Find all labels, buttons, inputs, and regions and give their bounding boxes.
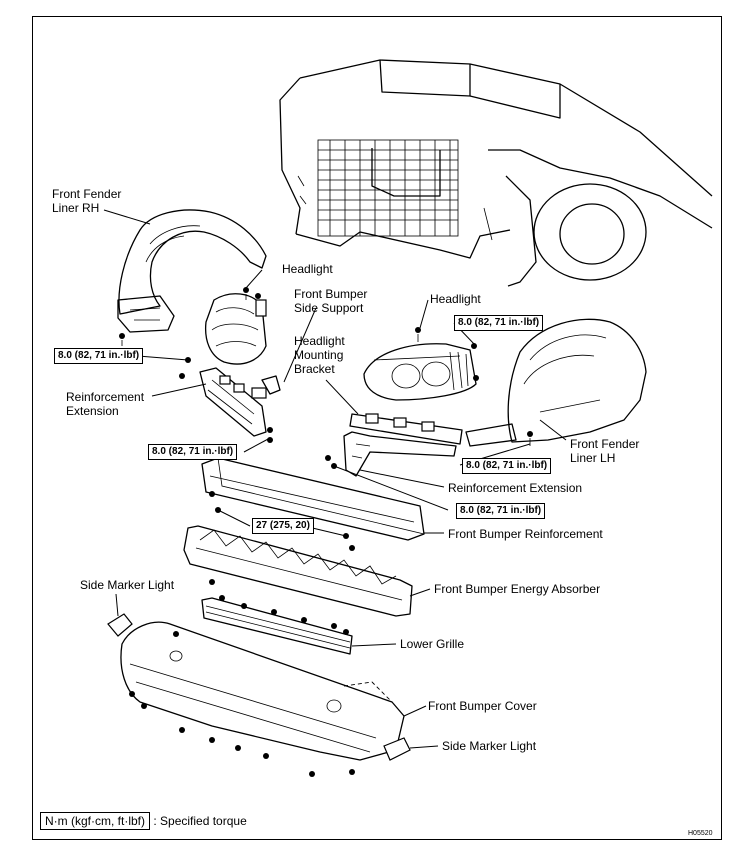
side-marker-light-left: [107, 613, 133, 637]
legend-unit-box: N·m (kgf·cm, ft·lbf): [40, 812, 150, 830]
fasteners: [119, 287, 533, 777]
vehicle-body: [279, 59, 713, 287]
label-line: Liner LH: [570, 451, 616, 465]
torque-spec-headlight-right: 8.0 (82, 71 in.·lbf): [454, 315, 544, 331]
front-fender-liner-lh: [465, 318, 647, 447]
reinforcement-extension-left-label: Reinforcement Extension: [66, 390, 144, 418]
front-bumper-side-support-label: Front Bumper Side Support: [294, 287, 367, 315]
front-bumper-cover-label: Front Bumper Cover: [428, 699, 537, 713]
front-fender-liner-lh-label: Front Fender Liner LH: [570, 437, 639, 465]
label-line: Bracket: [294, 362, 335, 376]
label-line: Mounting: [294, 348, 344, 362]
side-marker-light-right: [383, 737, 411, 761]
label-line: Front Fender: [570, 437, 640, 451]
bolt: [309, 769, 355, 777]
lower-grille: [201, 597, 353, 655]
bolt: [471, 343, 479, 381]
reinforcement-extension-left: [199, 367, 281, 437]
torque-spec-fender-liner-lh: 8.0 (82, 71 in.·lbf): [462, 458, 552, 474]
bolt: [209, 579, 225, 601]
torque-spec-bumper-reinforcement: 27 (275, 20): [252, 518, 314, 534]
bolt: [527, 431, 533, 446]
torque-spec-reinforcement-ext-right: 8.0 (82, 71 in.·lbf): [456, 503, 546, 519]
bolt: [119, 333, 125, 346]
label-line: Reinforcement: [66, 390, 145, 404]
bolt: [241, 603, 277, 615]
leader-lines: [103, 209, 567, 749]
bolt: [209, 491, 221, 513]
headlight-right-label: Headlight: [430, 292, 481, 306]
legend-text: : Specified torque: [153, 814, 247, 828]
headlight-mounting-bracket-label: Headlight Mounting Bracket: [294, 334, 345, 376]
label-line: Headlight: [294, 334, 345, 348]
bolt: [267, 427, 273, 443]
reinforcement-extension-right-label: Reinforcement Extension: [448, 481, 583, 495]
headlight-left-label: Headlight: [282, 262, 333, 276]
bolt: [255, 293, 261, 299]
front-bumper-reinforcement-label: Front Bumper Reinforcement: [448, 527, 603, 541]
bolt: [179, 357, 191, 379]
front-fender-liner-rh: [117, 209, 267, 333]
bolt: [129, 691, 147, 709]
diagram-frame: [32, 16, 722, 840]
torque-legend: N·m (kgf·cm, ft·lbf) : Specified torque: [40, 812, 247, 830]
bolt: [243, 287, 249, 300]
bolt: [235, 745, 269, 759]
front-bumper-cover: [120, 621, 405, 761]
side-marker-light-right-label: Side Marker Light: [442, 739, 537, 753]
label-line: Front Fender: [52, 187, 122, 201]
front-bumper-energy-absorber-label: Front Bumper Energy Absorber: [434, 582, 601, 596]
reinforcement-extension-right: [343, 431, 457, 477]
label-line: Side Support: [294, 301, 364, 315]
label-line: Front Bumper: [294, 287, 368, 301]
front-bumper-energy-absorber: [183, 525, 413, 617]
headlight-mounting-bracket: [349, 413, 463, 445]
headlight-right: [363, 343, 477, 401]
torque-spec-reinforcement-ext-left: 8.0 (82, 71 in.·lbf): [148, 444, 238, 460]
figure-code: H05520: [688, 830, 713, 837]
side-marker-light-left-label: Side Marker Light: [80, 578, 175, 592]
label-line: Extension: [66, 404, 119, 418]
bolt: [173, 629, 349, 637]
torque-spec-headlight-left: 8.0 (82, 71 in.·lbf): [54, 348, 144, 364]
bolt: [301, 617, 337, 629]
lower-grille-label: Lower Grille: [400, 637, 465, 651]
bolt: [179, 727, 215, 743]
front-fender-liner-rh-label: Front Fender Liner RH: [52, 187, 121, 215]
bolt: [415, 327, 421, 342]
label-line: Liner RH: [52, 201, 100, 215]
headlight-left: [204, 293, 267, 365]
